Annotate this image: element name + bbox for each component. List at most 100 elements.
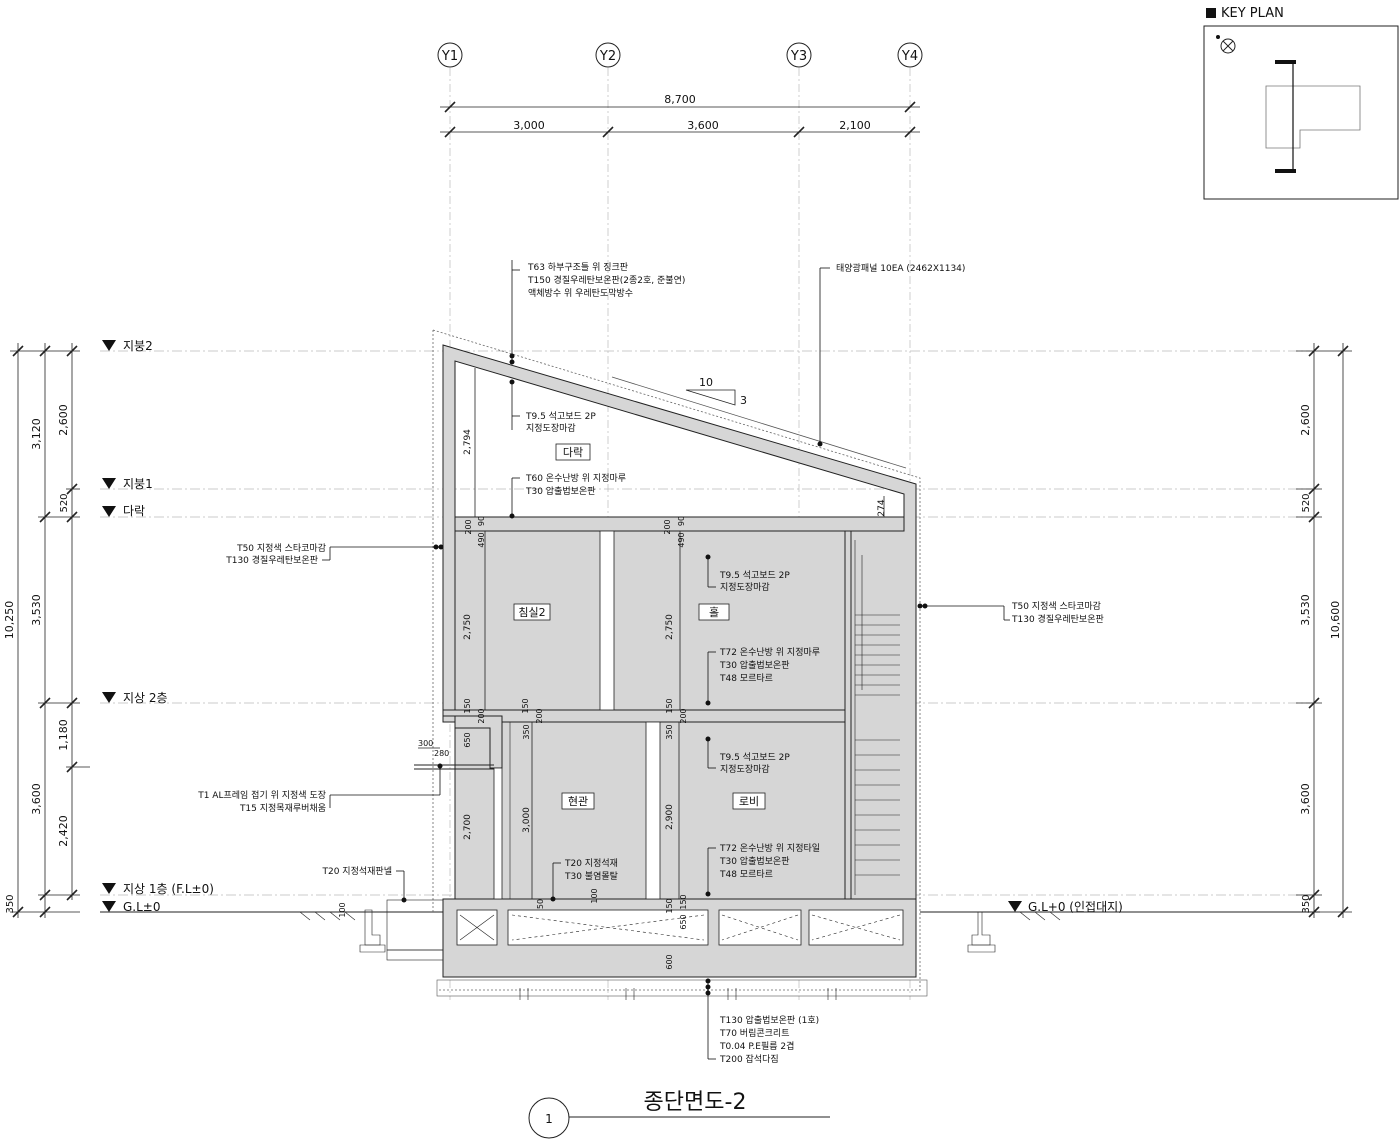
dim-found600: 600 <box>665 954 674 969</box>
dim-right-c: 3,530 <box>1299 594 1312 626</box>
dim-left-upper: 3,120 <box>30 418 43 450</box>
dim-s200-c: 200 <box>679 708 688 723</box>
note-attic-floor: T60 온수난방 위 지정마루 T30 압출법보온판 <box>509 473 626 519</box>
dim-attic-h: 2,794 <box>463 429 473 455</box>
room-attic: 다락 <box>563 446 583 459</box>
dim-span-3: 2,100 <box>839 119 871 132</box>
floor2-slab <box>442 709 852 723</box>
level-marker-floor1: 지상 1층 (F.L±0) <box>102 882 214 896</box>
dim-left-lower: 3,600 <box>30 783 43 815</box>
note-stone-panel: T20 지정석재판넬 <box>322 865 407 903</box>
note-lobby-ceiling-1: T9.5 석고보드 2P <box>719 752 790 763</box>
room-entrance: 현관 <box>568 795 588 808</box>
grid-axis-y2: Y2 <box>595 42 621 68</box>
note-solar-text: 태양광패널 10EA (2462X1134) <box>836 262 965 274</box>
dim-found100-a: 100 <box>338 902 347 917</box>
dim-f2-h-left: 2,750 <box>463 614 473 640</box>
dim-f1-h-mid: 3,000 <box>522 807 532 833</box>
solar-panel <box>611 376 907 469</box>
level-label-gl-left: G.L±0 <box>123 900 161 914</box>
foundation-void-4 <box>808 909 904 946</box>
gravel-bed <box>436 979 928 997</box>
key-plan: KEY PLAN <box>1203 6 1399 200</box>
note-wall-left: T50 지정색 스타코마감 T130 경질우레탄보온판 <box>225 542 444 566</box>
note-attic-ceiling-2: 지정도장마감 <box>526 422 576 434</box>
level-label-roof2: 지붕2 <box>123 339 153 353</box>
level-marker-gl-left: G.L±0 <box>102 900 161 914</box>
note-wall-right-1: T50 지정색 스타코마감 <box>1011 600 1101 612</box>
note-attic-ceiling: T9.5 석고보드 2P 지정도장마감 <box>509 379 596 434</box>
note-attic-floor-1: T60 온수난방 위 지정마루 <box>525 473 626 484</box>
level-marker-attic: 다락 <box>102 504 145 518</box>
level-label-attic: 다락 <box>123 504 145 518</box>
note-solar: 태양광패널 10EA (2462X1134) <box>817 262 965 447</box>
level-label-floor1: 지상 1층 (F.L±0) <box>123 882 214 896</box>
neighbour-footing <box>967 912 996 953</box>
dim-s200-a: 200 <box>477 708 486 723</box>
dim-s650: 650 <box>463 732 472 747</box>
grid-axis-y3: Y3 <box>786 42 812 68</box>
inner-dimensions: 2,794 274 2,750 2,750 2,700 3,000 2,900 … <box>338 368 887 970</box>
dim-right-e: 350 <box>1301 894 1312 913</box>
stair-wall <box>844 530 852 900</box>
note-entrance-floor-1: T20 지정석재 <box>564 858 618 869</box>
note-foundation-1: T130 압출법보온판 (1호) <box>719 1014 819 1026</box>
dim-s150-c: 150 <box>665 698 674 713</box>
attic-floor-slab <box>454 516 905 532</box>
grid-label-y2: Y2 <box>599 49 616 64</box>
dim-slab490-b: 490 <box>677 532 686 547</box>
key-plan-outline <box>1265 85 1361 149</box>
dim-f2-h-right: 2,750 <box>665 614 675 640</box>
entrance-beam <box>443 715 503 769</box>
key-plan-frame <box>1203 25 1399 200</box>
note-roof-top-3: 액체방수 위 우레탄도막방수 <box>528 287 633 299</box>
roof-slope-indicator: 10 3 <box>685 376 747 407</box>
note-attic-ceiling-1: T9.5 석고보드 2P <box>525 411 596 422</box>
grid-label-y4: Y4 <box>901 49 918 64</box>
level-label-roof1: 지붕1 <box>123 477 153 491</box>
dim-left-roof-a: 2,600 <box>57 404 70 436</box>
slope-rise: 3 <box>740 394 747 407</box>
dim-s350-a: 350 <box>522 724 531 739</box>
note-roof-top: T63 하부구조틀 위 징크판 T150 경질우레탄보온판(2종2호, 준불연)… <box>509 260 685 365</box>
dim-left-win-a: 1,180 <box>57 719 70 751</box>
dim-f1-h-left: 2,700 <box>463 814 473 840</box>
note-stone-panel-text: T20 지정석재판넬 <box>322 865 393 877</box>
drawing-number-circle <box>528 1097 570 1139</box>
level-lines <box>100 350 1320 913</box>
drawing-number: 1 <box>545 1112 553 1126</box>
key-plan-label: KEY PLAN <box>1221 6 1284 21</box>
note-f1-floor-3: T48 모르타르 <box>719 869 773 880</box>
note-hall-ceiling-1: T9.5 석고보드 2P <box>719 570 790 581</box>
key-plan-square-icon <box>1206 8 1216 18</box>
note-hall-ceiling: T9.5 석고보드 2P 지정도장마감 <box>705 554 790 593</box>
note-canopy-1: T1 AL프레임 접기 위 지정색 도장 <box>197 789 326 801</box>
note-f1-floor-1: T72 온수난방 위 지정타일 <box>719 843 820 854</box>
dim-right-a: 2,600 <box>1299 404 1312 436</box>
drawing-title: 1 종단면도-2 <box>528 1090 830 1139</box>
note-lobby-ceiling: T9.5 석고보드 2P 지정도장마감 <box>705 736 790 775</box>
dim-canopy280: 280 <box>434 749 449 758</box>
note-foundation-3: T0.04 P.E필름 2겹 <box>719 1040 794 1052</box>
level-marker-roof1: 지붕1 <box>102 477 153 491</box>
note-f1-floor-2: T30 압출법보온판 <box>719 855 790 867</box>
dim-left-overall: 10,250 <box>3 601 16 640</box>
stair <box>854 540 900 895</box>
dim-found50: 50 <box>536 899 545 909</box>
note-wall-left-1: T50 지정색 스타코마감 <box>236 542 326 554</box>
partition-2f <box>599 530 615 711</box>
north-arrow-icon <box>1216 35 1236 54</box>
note-wall-left-2: T130 경질우레탄보온판 <box>225 554 318 566</box>
level-marker-floor2: 지상 2층 <box>102 691 168 705</box>
dim-found100-b: 100 <box>590 888 599 903</box>
partition-1f <box>645 721 661 900</box>
note-canopy: T1 AL프레임 접기 위 지정색 도장 T15 지정목재루버채움 <box>197 763 443 814</box>
dim-f1-h-right: 2,900 <box>665 804 675 830</box>
dim-s200-b: 200 <box>535 708 544 723</box>
note-lobby-ceiling-2: 지정도장마감 <box>720 763 770 775</box>
dim-left-roof-b: 520 <box>59 493 70 512</box>
dim-s150-b: 150 <box>521 698 530 713</box>
note-hall-ceiling-2: 지정도장마감 <box>720 581 770 593</box>
dim-total: 8,700 <box>664 93 696 106</box>
